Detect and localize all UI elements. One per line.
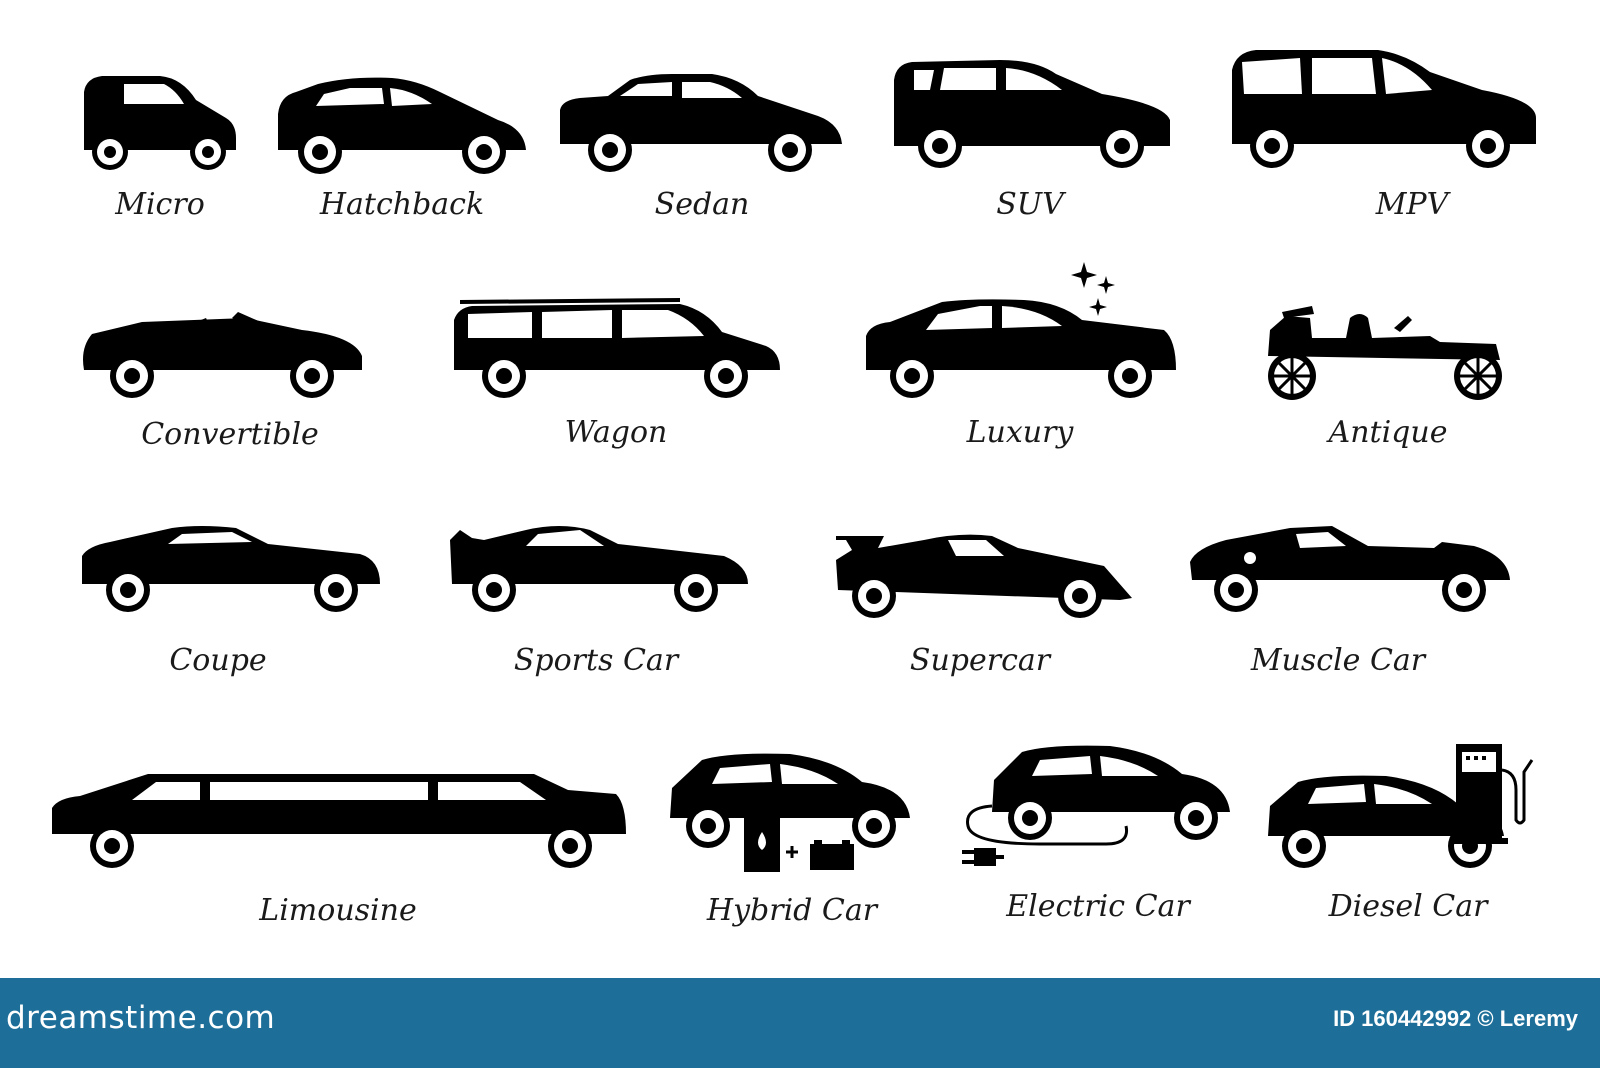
label-sedan: Sedan (654, 187, 750, 222)
label-hybrid-car: Hybrid Car (706, 893, 878, 928)
label-diesel-car: Diesel Car (1328, 889, 1488, 924)
battery-icon (810, 840, 854, 870)
label-antique: Antique (1328, 415, 1448, 450)
label-sports-car: Sports Car (513, 643, 679, 678)
hybrid-car-icon (670, 753, 910, 872)
label-coupe: Coupe (169, 643, 267, 678)
label-micro: Micro (115, 187, 205, 222)
sedan-icon (560, 74, 842, 172)
label-convertible: Convertible (141, 417, 319, 452)
hatchback-icon (278, 77, 526, 174)
muscle-car-icon (1190, 526, 1510, 612)
sports-car-icon (450, 526, 748, 612)
wagon-icon (454, 298, 780, 398)
label-wagon: Wagon (564, 415, 668, 450)
suv-icon (894, 60, 1170, 168)
image-credit: ID 160442992 © Leremy (1333, 1006, 1578, 1031)
luxury-car-icon (866, 262, 1176, 398)
label-hatchback: Hatchback (319, 187, 485, 222)
antique-car-icon (1268, 306, 1502, 400)
micro-car-icon (84, 76, 236, 170)
antique-wheel-rear (1268, 352, 1316, 400)
fuel-pump-icon (1450, 744, 1534, 844)
label-electric-car: Electric Car (1006, 889, 1190, 924)
fuel-barrel-icon (744, 818, 780, 872)
electric-car-icon (962, 745, 1230, 866)
limousine-icon (52, 774, 626, 868)
plug-icon (962, 848, 1004, 866)
diesel-car-icon (1268, 744, 1534, 868)
vehicle-icon-grid (52, 50, 1536, 872)
label-supercar: Supercar (909, 643, 1051, 678)
supercar-icon (836, 534, 1132, 618)
stock-footer-bar: dreamstime.com ID 160442992 © Leremy (0, 978, 1600, 1068)
coupe-icon (82, 526, 380, 612)
convertible-icon (83, 312, 362, 398)
mpv-icon (1232, 50, 1536, 168)
label-luxury: Luxury (966, 415, 1074, 450)
label-suv: SUV (996, 187, 1064, 222)
label-limousine: Limousine (259, 893, 417, 928)
dreamstime-logo[interactable]: dreamstime.com (6, 1000, 276, 1036)
label-muscle-car: Muscle Car (1250, 643, 1426, 678)
antique-wheel-front (1454, 352, 1502, 400)
label-mpv: MPV (1375, 187, 1449, 222)
